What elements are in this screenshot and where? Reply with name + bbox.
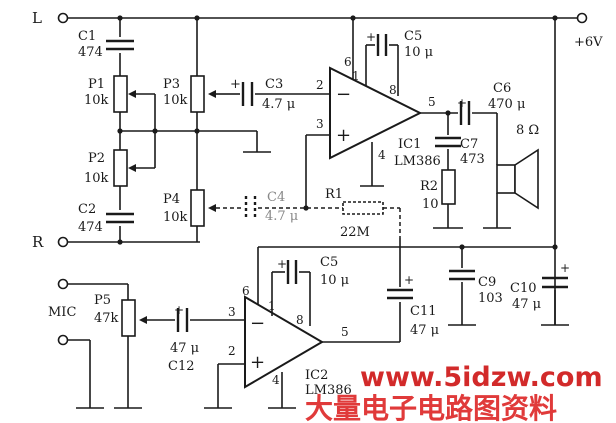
svg-text:C4: C4 — [267, 190, 285, 205]
svg-text:8: 8 — [296, 313, 304, 327]
capacitor-c9: C9 103 — [448, 247, 503, 326]
svg-text:47 μ: 47 μ — [170, 341, 199, 356]
potentiometer-p5: P5 47k — [94, 293, 175, 337]
left-input-label: L — [32, 9, 42, 27]
svg-text:10k: 10k — [163, 93, 188, 108]
capacitor-c11: + C11 47 μ — [387, 273, 439, 338]
ic2-minus: − — [250, 313, 265, 334]
svg-text:2: 2 — [228, 344, 236, 358]
svg-text:474: 474 — [78, 45, 103, 60]
capacitor-c2: C2 474 — [78, 202, 134, 235]
svg-text:22M: 22M — [340, 225, 370, 240]
svg-text:C3: C3 — [265, 77, 283, 92]
mic-label: MIC — [48, 305, 76, 320]
resistor-r2: R2 10 — [420, 169, 456, 212]
op-amp-ic1: − + IC1 LM386 2 3 6 1 8 4 5 — [316, 55, 441, 169]
svg-text:6: 6 — [344, 55, 352, 69]
resistor-r1: R1 22M — [325, 187, 384, 240]
supply-rail: +6V — [552, 12, 603, 325]
svg-text:R2: R2 — [420, 179, 438, 194]
svg-text:LM386: LM386 — [394, 154, 441, 169]
watermark-text: 大量电子电路图资料 — [305, 392, 557, 423]
svg-text:4: 4 — [272, 373, 280, 387]
svg-text:C11: C11 — [410, 304, 437, 319]
svg-text:P5: P5 — [94, 293, 111, 308]
svg-text:C5: C5 — [320, 255, 338, 270]
svg-text:474: 474 — [78, 220, 103, 235]
svg-text:C1: C1 — [78, 29, 96, 44]
potentiometer-p4: P4 10k — [163, 189, 216, 227]
svg-text:4: 4 — [378, 148, 386, 162]
svg-text:4.7 μ: 4.7 μ — [265, 209, 298, 224]
svg-text:3: 3 — [316, 117, 324, 131]
ic1-plus: + — [336, 125, 351, 146]
svg-text:+: + — [404, 273, 414, 287]
ic1-minus: − — [336, 84, 351, 105]
capacitor-c3: + C3 4.7 μ — [230, 77, 330, 112]
svg-text:IC1: IC1 — [398, 137, 421, 152]
svg-text:10k: 10k — [84, 171, 109, 186]
capacitor-c5-ic2: + C5 10 μ — [271, 255, 349, 326]
svg-text:2: 2 — [316, 78, 324, 92]
right-input-label: R — [32, 233, 44, 251]
left-input-terminal: L — [32, 9, 555, 27]
capacitor-c4: C4 4.7 μ — [216, 190, 298, 224]
svg-text:47k: 47k — [94, 311, 119, 326]
svg-text:+: + — [366, 30, 376, 44]
svg-text:C9: C9 — [478, 275, 496, 290]
potentiometer-p3: P3 10k — [163, 75, 230, 113]
svg-text:4.7 μ: 4.7 μ — [262, 97, 295, 112]
potentiometer-p2: P2 10k — [84, 131, 156, 187]
svg-text:P1: P1 — [88, 77, 105, 92]
potentiometer-p1: P1 10k — [84, 75, 156, 131]
svg-text:P2: P2 — [88, 151, 105, 166]
svg-text:+: + — [277, 257, 287, 271]
svg-text:470 μ: 470 μ — [488, 97, 525, 112]
capacitor-c12: + 47 μ C12 — [168, 303, 245, 374]
svg-text:10 μ: 10 μ — [404, 45, 433, 60]
svg-text:6: 6 — [242, 284, 250, 298]
svg-text:47 μ: 47 μ — [410, 323, 439, 338]
svg-text:C2: C2 — [78, 202, 96, 217]
svg-text:P4: P4 — [163, 192, 180, 207]
svg-text:+: + — [560, 261, 570, 275]
svg-text:10 μ: 10 μ — [320, 273, 349, 288]
svg-text:8 Ω: 8 Ω — [516, 123, 539, 138]
svg-text:3: 3 — [228, 305, 236, 319]
svg-text:R1: R1 — [325, 187, 343, 202]
svg-text:+: + — [230, 77, 241, 92]
svg-text:10: 10 — [422, 197, 439, 212]
capacitor-c10: + C10 47 μ — [510, 261, 570, 326]
capacitor-c1: C1 474 — [78, 29, 134, 60]
op-amp-ic2: − + IC2 LM386 3 2 6 1 8 4 5 — [228, 284, 352, 398]
right-input-terminal: R — [32, 233, 200, 251]
ic2-plus: + — [250, 352, 265, 373]
svg-text:473: 473 — [460, 152, 485, 167]
svg-text:5: 5 — [428, 95, 436, 109]
svg-text:1: 1 — [352, 69, 360, 83]
capacitor-c6: + C6 470 μ — [457, 81, 525, 125]
capacitor-c5-ic1: + C5 10 μ — [366, 29, 433, 60]
svg-text:C12: C12 — [168, 359, 195, 374]
speaker: 8 Ω — [483, 123, 539, 229]
svg-text:C10: C10 — [510, 281, 537, 296]
svg-text:LM386: LM386 — [305, 383, 352, 398]
supply-label: +6V — [574, 35, 603, 50]
capacitor-c7: C7 473 — [435, 113, 485, 167]
mic-input: MIC — [48, 278, 128, 409]
svg-text:IC2: IC2 — [305, 368, 328, 383]
svg-text:C7: C7 — [460, 137, 478, 152]
svg-text:C5: C5 — [404, 29, 422, 44]
svg-text:5: 5 — [341, 325, 349, 339]
svg-text:8: 8 — [389, 83, 397, 97]
svg-text:P3: P3 — [163, 77, 180, 92]
svg-text:10k: 10k — [84, 93, 109, 108]
svg-text:103: 103 — [478, 291, 503, 306]
watermark-url: www.5idzw.com — [360, 362, 603, 393]
svg-text:47 μ: 47 μ — [512, 297, 541, 312]
svg-text:10k: 10k — [163, 210, 188, 225]
svg-text:C6: C6 — [493, 81, 511, 96]
